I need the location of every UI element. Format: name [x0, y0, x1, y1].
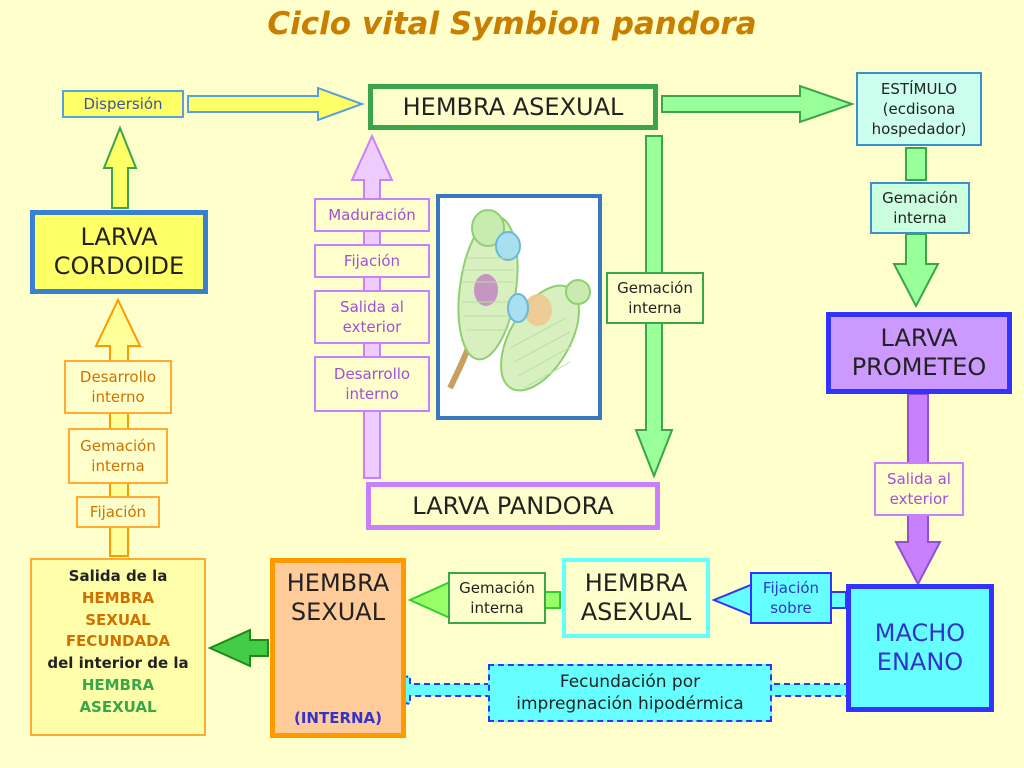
- node-desarrollo-interno-mid: Desarrollo interno: [314, 356, 430, 412]
- node-fijacion-mid: Fijación: [314, 244, 430, 278]
- salida-line-4: FECUNDADA: [65, 632, 171, 651]
- hembra-sexual-sub: (INTERNA): [293, 709, 383, 727]
- node-hembra-asexual-top: HEMBRA ASEXUAL: [368, 84, 658, 130]
- node-fijacion-left: Fijación: [76, 496, 160, 528]
- symbion-illustration: [436, 194, 602, 420]
- node-larva-prometeo: LARVA PROMETEO: [826, 312, 1012, 394]
- node-gemacion-interna-right: Gemación interna: [870, 182, 970, 234]
- arrow-gemacion-to-prometeo: [892, 233, 940, 309]
- arrow-sexual-to-salida: [207, 628, 269, 668]
- page-title: Ciclo vital Symbion pandora: [267, 6, 757, 42]
- arrow-cordoide-to-dispersion: [102, 125, 138, 209]
- node-maduracion: Maduración: [314, 198, 430, 232]
- node-gemacion-interna-left: Gemación interna: [68, 428, 168, 484]
- arrow-hembra-to-estimulo: [661, 84, 856, 124]
- hembra-sexual-title: HEMBRA SEXUAL: [286, 569, 390, 626]
- node-gemacion-interna-center: Gemación interna: [606, 272, 704, 324]
- node-hembra-asexual-bottom: HEMBRA ASEXUAL: [562, 558, 710, 638]
- node-salida-exterior-right: Salida al exterior: [874, 462, 964, 516]
- arrow-estimulo-down: [905, 147, 927, 181]
- node-larva-pandora: LARVA PANDORA: [366, 482, 660, 530]
- node-dispersion: Dispersión: [62, 90, 184, 118]
- salida-line-1: Salida de la: [68, 567, 168, 585]
- node-fecundacion: Fecundación por impregnación hipodérmica: [488, 664, 772, 722]
- node-macho-enano: MACHO ENANO: [846, 584, 994, 712]
- node-gemacion-interna-bottom: Gemación interna: [448, 572, 546, 624]
- node-desarrollo-interno-left: Desarrollo interno: [64, 360, 172, 414]
- salida-line-3: SEXUAL: [85, 610, 151, 629]
- salida-line-5: del interior de la: [47, 654, 189, 672]
- symbion-pandora-illustration-icon: [447, 209, 591, 392]
- node-estimulo: ESTÍMULO (ecdisona hospedador): [856, 72, 982, 146]
- node-salida-hembra-fecundada: Salida de la HEMBRA SEXUAL FECUNDADA del…: [30, 558, 206, 736]
- salida-line-2: HEMBRA: [81, 588, 155, 607]
- salida-line-7: ASEXUAL: [79, 697, 157, 716]
- node-hembra-sexual: HEMBRA SEXUAL (INTERNA): [270, 558, 406, 738]
- node-fijacion-sobre: Fijación sobre: [750, 572, 832, 624]
- salida-line-6: HEMBRA: [81, 675, 155, 694]
- arrow-dispersion-to-hembra: [187, 86, 365, 122]
- node-salida-exterior-mid: Salida al exterior: [314, 290, 430, 344]
- node-larva-cordoide: LARVA CORDOIDE: [30, 210, 208, 294]
